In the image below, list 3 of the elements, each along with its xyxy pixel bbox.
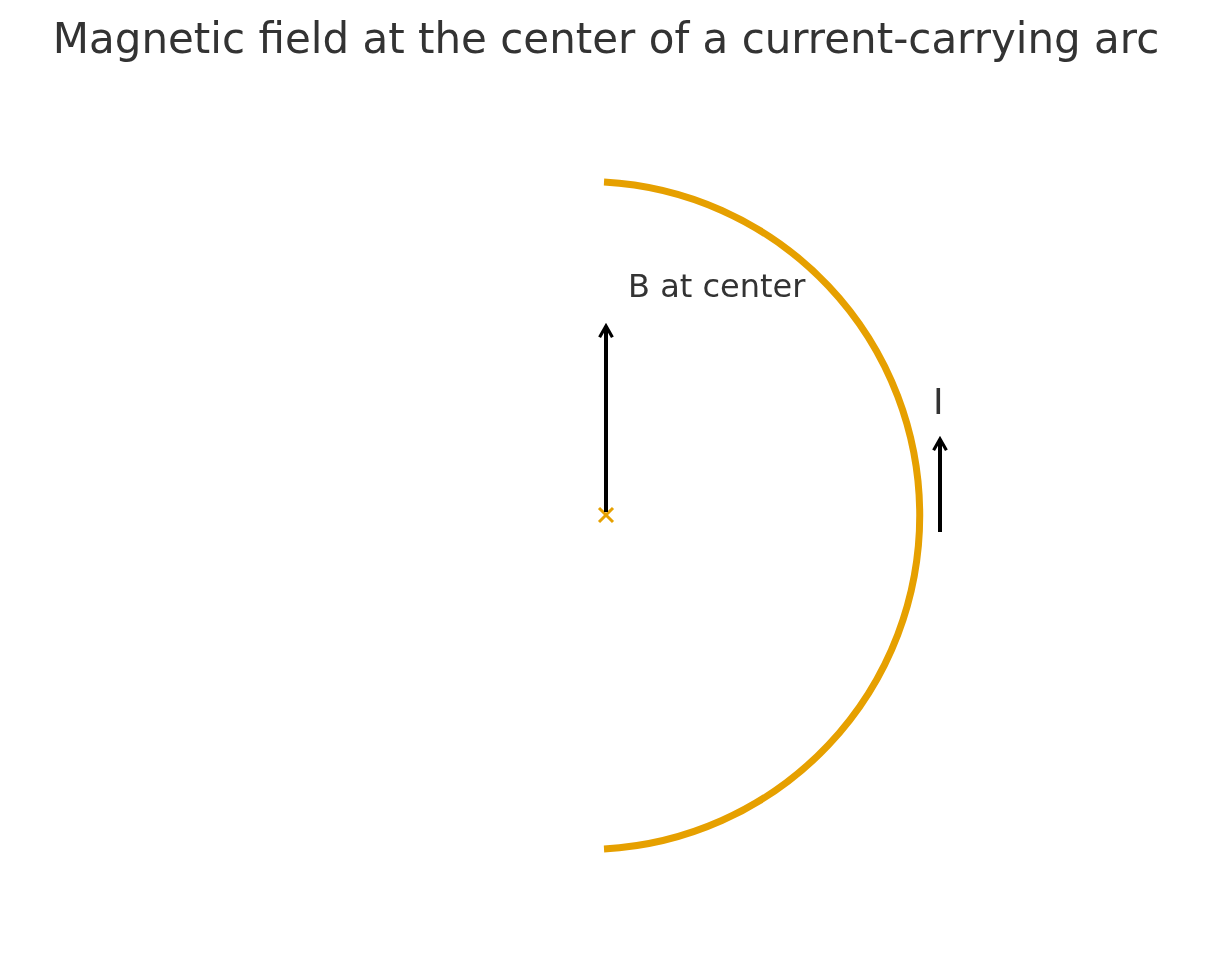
- field-label: B at center: [628, 270, 806, 302]
- diagram-title: Magnetic field at the center of a current-carrying arc: [51, 14, 1161, 63]
- current-label: I: [933, 384, 944, 420]
